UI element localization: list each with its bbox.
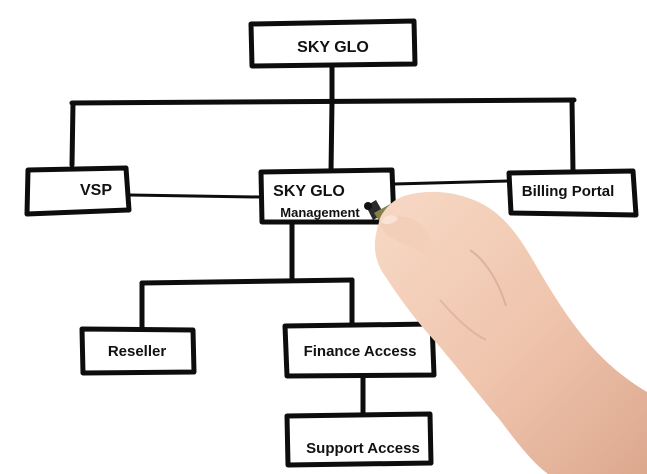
- node-finance: Finance Access: [282, 321, 437, 379]
- connector-management-billing: [392, 179, 510, 186]
- node-vsp: VSP: [24, 165, 132, 217]
- node-finance-label: Finance Access: [304, 343, 417, 360]
- node-management-label-line2: Management: [280, 205, 360, 220]
- node-vsp-frame: [24, 165, 132, 217]
- connector-management-drop: [328, 98, 335, 175]
- connectors: [69, 63, 577, 417]
- connector-vsp-drop: [69, 100, 76, 168]
- node-reseller: Reseller: [79, 326, 197, 376]
- connector-lower-bar: [139, 277, 355, 286]
- hand-holding-marker-icon: [364, 191, 647, 474]
- node-reseller-label: Reseller: [108, 343, 167, 360]
- node-billing: Billing Portal: [506, 168, 639, 218]
- node-reseller-frame: [79, 326, 197, 376]
- node-root-label: SKY GLO: [297, 39, 369, 56]
- connector-vsp-management: [128, 193, 261, 199]
- node-root: SKY GLO: [248, 18, 418, 69]
- connector-top-bar: [69, 97, 577, 106]
- node-vsp-label: VSP: [80, 182, 112, 199]
- node-management-label-line1: SKY GLO: [273, 183, 345, 200]
- node-root-frame: [248, 18, 418, 69]
- node-management: SKY GLO Management: [258, 167, 397, 225]
- node-billing-frame: [506, 168, 639, 218]
- node-support-frame: [284, 411, 434, 468]
- node-finance-frame: [282, 321, 437, 379]
- connector-billing-drop: [569, 97, 576, 175]
- node-billing-label: Billing Portal: [522, 183, 615, 200]
- node-support-label: Support Access: [306, 440, 420, 457]
- node-support: Support Access: [284, 411, 434, 468]
